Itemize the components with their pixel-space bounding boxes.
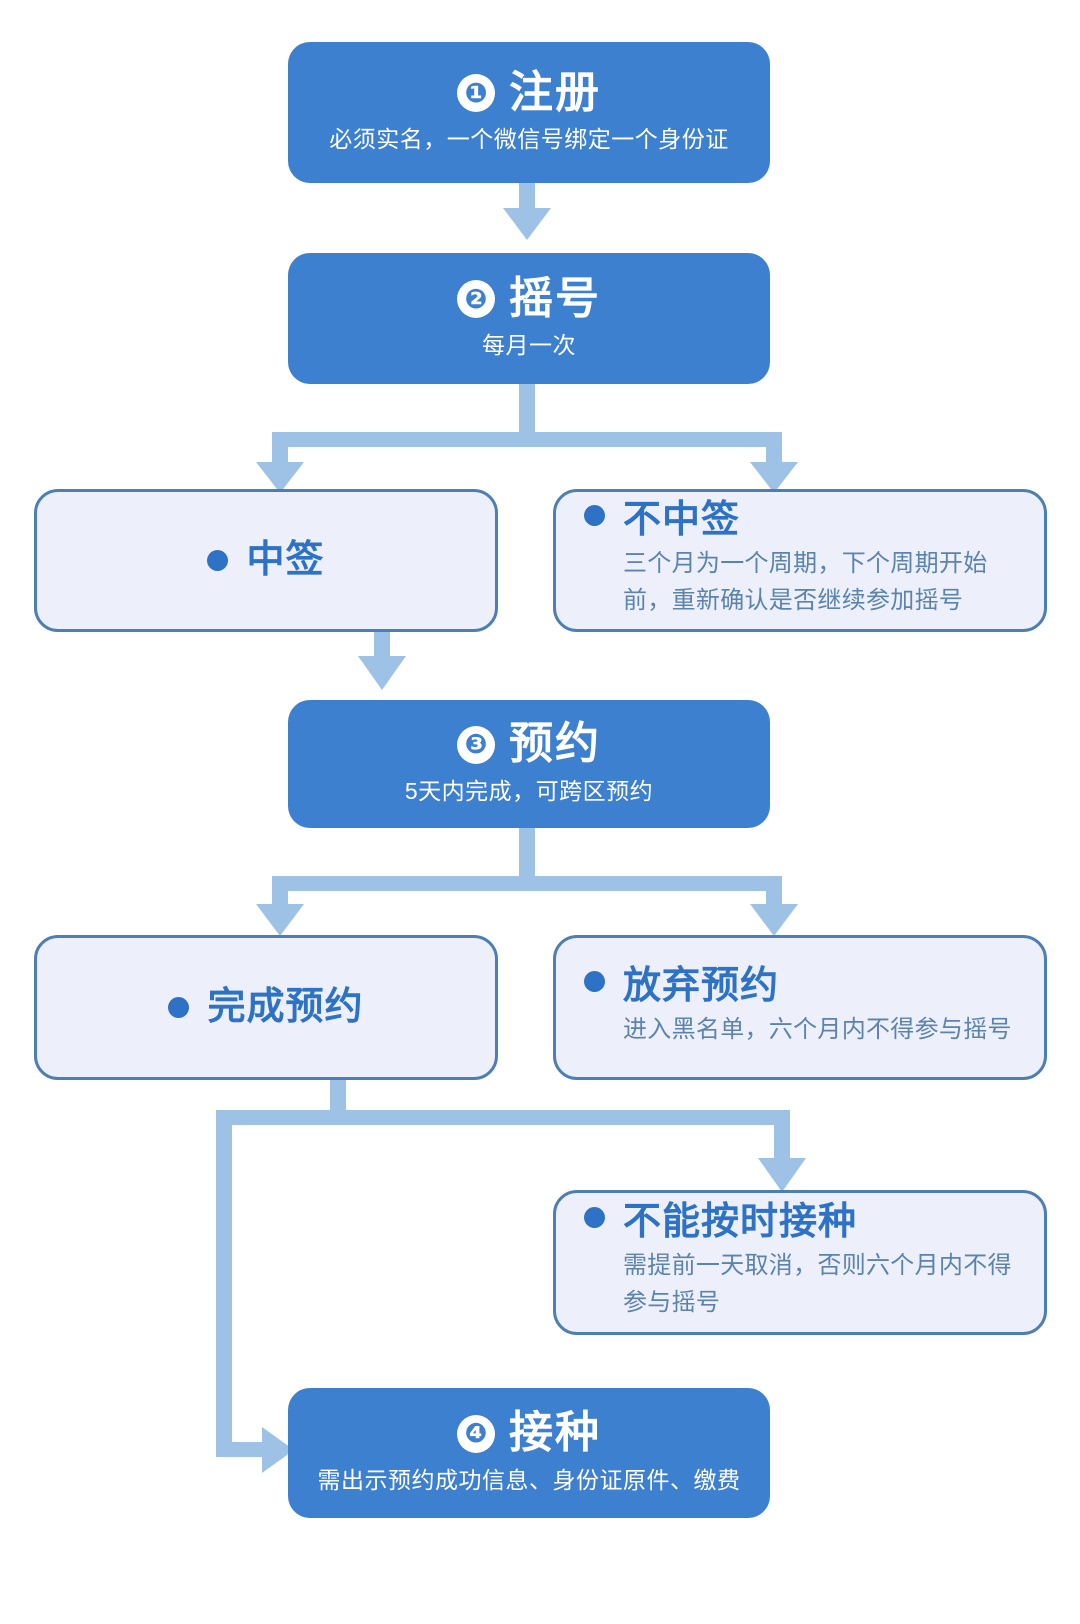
won-head: 中签 bbox=[207, 538, 325, 581]
node-register[interactable]: ❶ 注册 必须实名，一个微信号绑定一个身份证 bbox=[288, 42, 770, 183]
cannot-attend-desc: 需提前一天取消，否则六个月内不得参与摇号 bbox=[623, 1252, 1012, 1317]
node-won[interactable]: 中签 bbox=[34, 489, 498, 632]
lottery-title-row: ❷ 摇号 bbox=[457, 273, 601, 323]
bullet-dot-icon bbox=[207, 549, 229, 571]
booking-subtitle: 5天内完成，可跨区预约 bbox=[404, 777, 654, 804]
won-title: 中签 bbox=[246, 538, 325, 581]
node-booking[interactable]: ❸ 预约 5天内完成，可跨区预约 bbox=[288, 700, 770, 828]
booking-done-head: 完成预约 bbox=[168, 985, 364, 1028]
vaccination-title: 接种 bbox=[509, 1408, 601, 1458]
not-won-desc: 三个月为一个周期，下个周期开始前，重新确认是否继续参加摇号 bbox=[623, 550, 988, 615]
booking-abandoned-desc: 进入黑名单，六个月内不得参与摇号 bbox=[623, 1015, 1012, 1043]
edge-lottery-split bbox=[256, 383, 798, 493]
bullet-dot-icon bbox=[584, 1207, 605, 1229]
booking-title: 预约 bbox=[509, 719, 601, 769]
booking-abandoned-head: 放弃预约 bbox=[584, 964, 1018, 1007]
node-cannot-attend[interactable]: 不能按时接种 需提前一天取消，否则六个月内不得参与摇号 bbox=[553, 1190, 1047, 1335]
step-number-1: ❶ bbox=[457, 74, 495, 113]
vaccination-subtitle: 需出示预约成功信息、身份证原件、缴费 bbox=[317, 1466, 741, 1493]
bullet-dot-icon bbox=[168, 996, 190, 1018]
vaccination-title-row: ❹ 接种 bbox=[457, 1410, 601, 1456]
node-not-won[interactable]: 不中签 三个月为一个周期，下个周期开始前，重新确认是否继续参加摇号 bbox=[553, 489, 1047, 632]
not-won-title: 不中签 bbox=[623, 499, 741, 542]
not-won-head: 不中签 bbox=[584, 499, 1018, 542]
step-number-4: ❹ bbox=[457, 1414, 495, 1453]
node-vaccination[interactable]: ❹ 接种 需出示预约成功信息、身份证原件、缴费 bbox=[288, 1388, 770, 1518]
booking-done-title: 完成预约 bbox=[207, 985, 364, 1028]
step-number-2: ❷ bbox=[457, 280, 495, 319]
register-subtitle: 必须实名，一个微信号绑定一个身份证 bbox=[329, 126, 729, 153]
lottery-subtitle: 每月一次 bbox=[482, 332, 576, 359]
booking-abandoned-title: 放弃预约 bbox=[623, 964, 780, 1007]
step-number-3: ❸ bbox=[457, 725, 495, 764]
node-booking-done[interactable]: 完成预约 bbox=[34, 935, 498, 1080]
lottery-title: 摇号 bbox=[509, 273, 601, 323]
register-title: 注册 bbox=[509, 67, 601, 117]
cannot-attend-title: 不能按时接种 bbox=[623, 1201, 858, 1244]
bullet-dot-icon bbox=[584, 970, 605, 992]
node-booking-abandoned[interactable]: 放弃预约 进入黑名单，六个月内不得参与摇号 bbox=[553, 935, 1047, 1080]
register-title-row: ❶ 注册 bbox=[457, 67, 601, 117]
bullet-dot-icon bbox=[584, 505, 605, 527]
edge-register-to-lottery bbox=[503, 182, 551, 240]
node-lottery[interactable]: ❷ 摇号 每月一次 bbox=[288, 253, 770, 384]
booking-title-row: ❸ 预约 bbox=[457, 721, 601, 767]
edge-won-to-booking bbox=[358, 632, 406, 690]
edge-booking-split bbox=[256, 828, 798, 936]
cannot-attend-head: 不能按时接种 bbox=[584, 1201, 1018, 1244]
